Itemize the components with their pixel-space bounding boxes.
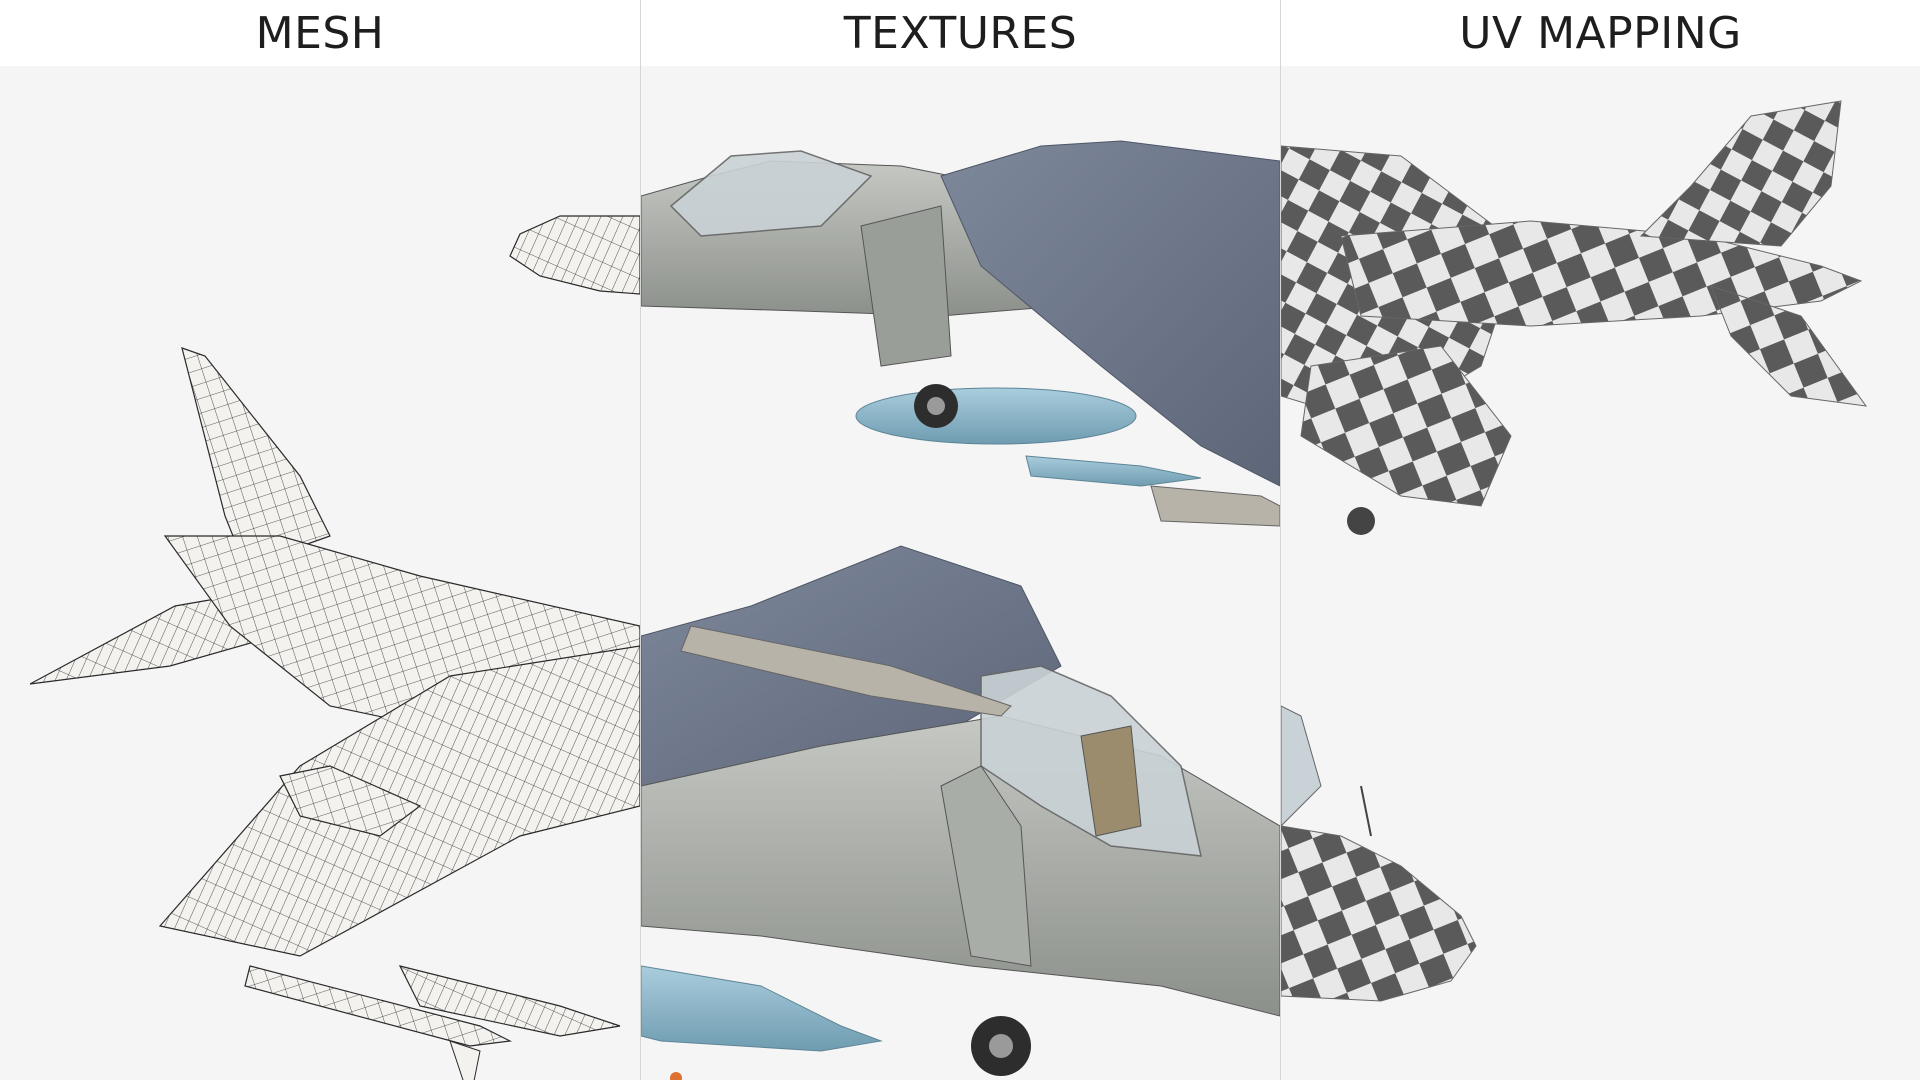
lower-seat [1080, 725, 1142, 837]
upper-intake [860, 205, 952, 367]
lower-fuel-tank [641, 965, 883, 1052]
panel-header-textures: TEXTURES [641, 0, 1280, 66]
checker-canopy-lower [1281, 705, 1322, 827]
checker-aircraft-render [1281, 100, 1868, 1002]
upper-bomb [1025, 455, 1202, 487]
checker-stabiliser [1710, 285, 1868, 407]
panel-title-mesh: MESH [255, 7, 385, 59]
checker-wing-lower [1300, 345, 1512, 507]
wireframe-tail-fin [181, 347, 331, 567]
upper-canopy [669, 150, 873, 237]
wireframe-wing-front [279, 765, 422, 837]
wireframe-aircraft-render [29, 215, 640, 1080]
panel-uv-mapping: UV MAPPING [1281, 0, 1920, 1080]
panel-header-uv-mapping: UV MAPPING [1281, 0, 1920, 66]
textured-aircraft-render [641, 140, 1280, 1080]
wireframe-nose-top [509, 215, 640, 295]
checker-wheel-upper [1347, 507, 1375, 535]
wireframe-fuel-tank [398, 965, 621, 1037]
panel-title-uv-mapping: UV MAPPING [1459, 7, 1742, 59]
bomb-tip-left [670, 1072, 682, 1080]
lower-intake [940, 765, 1032, 967]
checker-tail-fin [1639, 100, 1842, 247]
wireframe-fin-small [449, 1040, 481, 1080]
wireframe-missile [244, 965, 513, 1047]
lower-missile [680, 625, 1012, 717]
panel-mesh: MESH [0, 0, 640, 1080]
divider-2 [1280, 0, 1281, 1080]
panel-header-mesh: MESH [0, 0, 640, 66]
upper-wing [940, 140, 1280, 487]
divider-1 [640, 0, 641, 1080]
panel-title-textures: TEXTURES [843, 7, 1078, 59]
pitot-antenna [1360, 785, 1372, 837]
upper-fuel-tank [855, 387, 1137, 445]
checker-nose-lower [1281, 825, 1477, 1002]
panel-textures: TEXTURES [641, 0, 1280, 1080]
upper-rocket-pod [1150, 485, 1280, 527]
